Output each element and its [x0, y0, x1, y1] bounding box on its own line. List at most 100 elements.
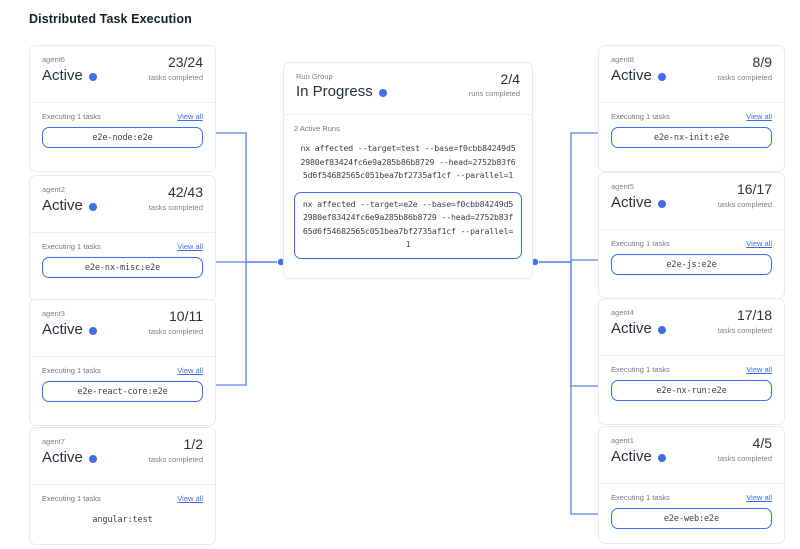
agent-card-agent8[interactable]: agent8 Active 8/9 tasks completed Execut…: [598, 45, 785, 172]
status-label: Active: [611, 448, 652, 465]
agent-card-agent1[interactable]: agent1 Active 4/5 tasks completed Execut…: [598, 426, 785, 544]
card-body: Executing 1 tasks View all e2e-node:e2e: [30, 103, 215, 159]
wire-agent6: [208, 132, 277, 263]
task-chip[interactable]: e2e-react-core:e2e: [42, 381, 203, 402]
status-row: Active: [42, 320, 203, 339]
card-body-header: Executing 1 tasks View all: [42, 366, 203, 375]
task-chip[interactable]: e2e-nx-init:e2e: [611, 127, 772, 148]
run-group-label: Run Group: [296, 72, 333, 81]
active-runs-label: 2 Active Runs: [294, 124, 340, 133]
card-header: agent2 Active 42/43 tasks completed: [30, 176, 215, 233]
status-row: Active: [42, 448, 203, 467]
card-body: Executing 1 tasks View all e2e-nx-run:e2…: [599, 356, 784, 412]
status-dot-icon: [88, 454, 97, 463]
task-count-label: tasks completed: [148, 73, 203, 82]
status-label: Active: [611, 320, 652, 337]
executing-label: Executing 1 tasks: [611, 112, 670, 121]
status-row: Active: [42, 66, 203, 85]
status-dot-icon: [378, 89, 387, 97]
run-group-body: 2 Active Runs nx affected --target=test …: [284, 115, 532, 269]
agent-name: agent4: [611, 308, 634, 317]
task-count-label: tasks completed: [717, 200, 772, 209]
executing-label: Executing 1 tasks: [42, 366, 101, 375]
agent-card-agent5[interactable]: agent5 Active 16/17 tasks completed Exec…: [598, 172, 785, 299]
status-dot-icon: [657, 72, 666, 81]
card-header: agent7 Active 1/2 tasks completed: [30, 428, 215, 485]
view-all-link[interactable]: View all: [746, 112, 772, 121]
card-header: agent1 Active 4/5 tasks completed: [599, 427, 784, 484]
status-row: Active: [611, 447, 772, 466]
card-body-header: Executing 1 tasks View all: [42, 494, 203, 503]
status-row: Active: [611, 319, 772, 338]
card-body-header: Executing 1 tasks View all: [611, 112, 772, 121]
card-body: Executing 1 tasks View all e2e-react-cor…: [30, 357, 215, 413]
view-all-link[interactable]: View all: [746, 493, 772, 502]
task-count: 8/9: [752, 54, 772, 70]
view-all-link[interactable]: View all: [177, 112, 203, 121]
run-group-card[interactable]: Run Group In Progress 2/4 runs completed…: [283, 62, 533, 279]
task-count-label: tasks completed: [717, 454, 772, 463]
task-chip[interactable]: e2e-web:e2e: [611, 508, 772, 529]
card-body-header: Executing 1 tasks View all: [611, 493, 772, 502]
card-header: agent8 Active 8/9 tasks completed: [599, 46, 784, 103]
card-body: Executing 1 tasks View all angular:test: [30, 485, 215, 541]
view-all-link[interactable]: View all: [746, 365, 772, 374]
agent-name: agent8: [611, 55, 634, 64]
status-dot-icon: [657, 199, 666, 208]
agent-name: agent5: [611, 182, 634, 191]
agent-card-agent2[interactable]: agent2 Active 42/43 tasks completed Exec…: [29, 175, 216, 302]
task-count-label: tasks completed: [148, 327, 203, 336]
task-count: 4/5: [752, 435, 772, 451]
status-row: Active: [611, 193, 772, 212]
status-dot-icon: [657, 453, 666, 462]
view-all-link[interactable]: View all: [177, 242, 203, 251]
status-dot-icon: [88, 72, 97, 81]
executing-label: Executing 1 tasks: [42, 112, 101, 121]
agent-card-agent3[interactable]: agent3 Active 10/11 tasks completed Exec…: [29, 299, 216, 426]
task-count: 1/2: [183, 436, 203, 452]
status-row: Active: [42, 196, 203, 215]
task-count-label: tasks completed: [717, 73, 772, 82]
view-all-link[interactable]: View all: [177, 494, 203, 503]
task-count: 16/17: [736, 181, 772, 197]
status-dot-icon: [657, 325, 666, 334]
page-title: Distributed Task Execution: [29, 12, 192, 26]
view-all-link[interactable]: View all: [746, 239, 772, 248]
status-label: Active: [611, 67, 652, 84]
task-chip[interactable]: angular:test: [92, 514, 153, 525]
card-body-header: Executing 1 tasks View all: [611, 365, 772, 374]
agent-name: agent7: [42, 437, 65, 446]
runs-count-label: runs completed: [468, 89, 520, 98]
agent-card-agent7[interactable]: agent7 Active 1/2 tasks completed Execut…: [29, 427, 216, 545]
task-count-label: tasks completed: [148, 455, 203, 464]
status-label: Active: [42, 67, 83, 84]
executing-label: Executing 1 tasks: [611, 365, 670, 374]
executing-label: Executing 1 tasks: [42, 242, 101, 251]
agent-card-agent4[interactable]: agent4 Active 17/18 tasks completed Exec…: [598, 298, 785, 425]
view-all-link[interactable]: View all: [177, 366, 203, 375]
run-command-selected[interactable]: nx affected --target=e2e --base=f0cbb842…: [294, 191, 522, 259]
task-chip[interactable]: e2e-node:e2e: [42, 127, 203, 148]
task-count: 17/18: [736, 307, 772, 323]
agent-name: agent1: [611, 436, 634, 445]
task-chip[interactable]: e2e-nx-run:e2e: [611, 380, 772, 401]
card-body-header: Executing 1 tasks View all: [42, 242, 203, 251]
run-group-status-row: In Progress: [296, 82, 520, 102]
agent-card-agent6[interactable]: agent6 Active 23/24 tasks completed Exec…: [29, 45, 216, 172]
run-group-status: In Progress: [296, 83, 373, 100]
card-body: Executing 1 tasks View all e2e-js:e2e: [599, 230, 784, 286]
task-count: 23/24: [167, 54, 203, 70]
status-row: Active: [611, 66, 772, 85]
task-chip[interactable]: e2e-nx-misc:e2e: [42, 257, 203, 278]
task-count: 10/11: [169, 308, 203, 324]
task-chip[interactable]: e2e-js:e2e: [611, 254, 772, 275]
run-command[interactable]: nx affected --target=test --base=f0cbb84…: [300, 143, 516, 180]
status-label: Active: [42, 321, 83, 338]
card-body-header: Executing 1 tasks View all: [42, 112, 203, 121]
agent-name: agent3: [42, 309, 65, 318]
status-label: Active: [42, 197, 83, 214]
task-count-label: tasks completed: [148, 203, 203, 212]
executing-label: Executing 1 tasks: [611, 239, 670, 248]
card-body: Executing 1 tasks View all e2e-web:e2e: [599, 484, 784, 540]
